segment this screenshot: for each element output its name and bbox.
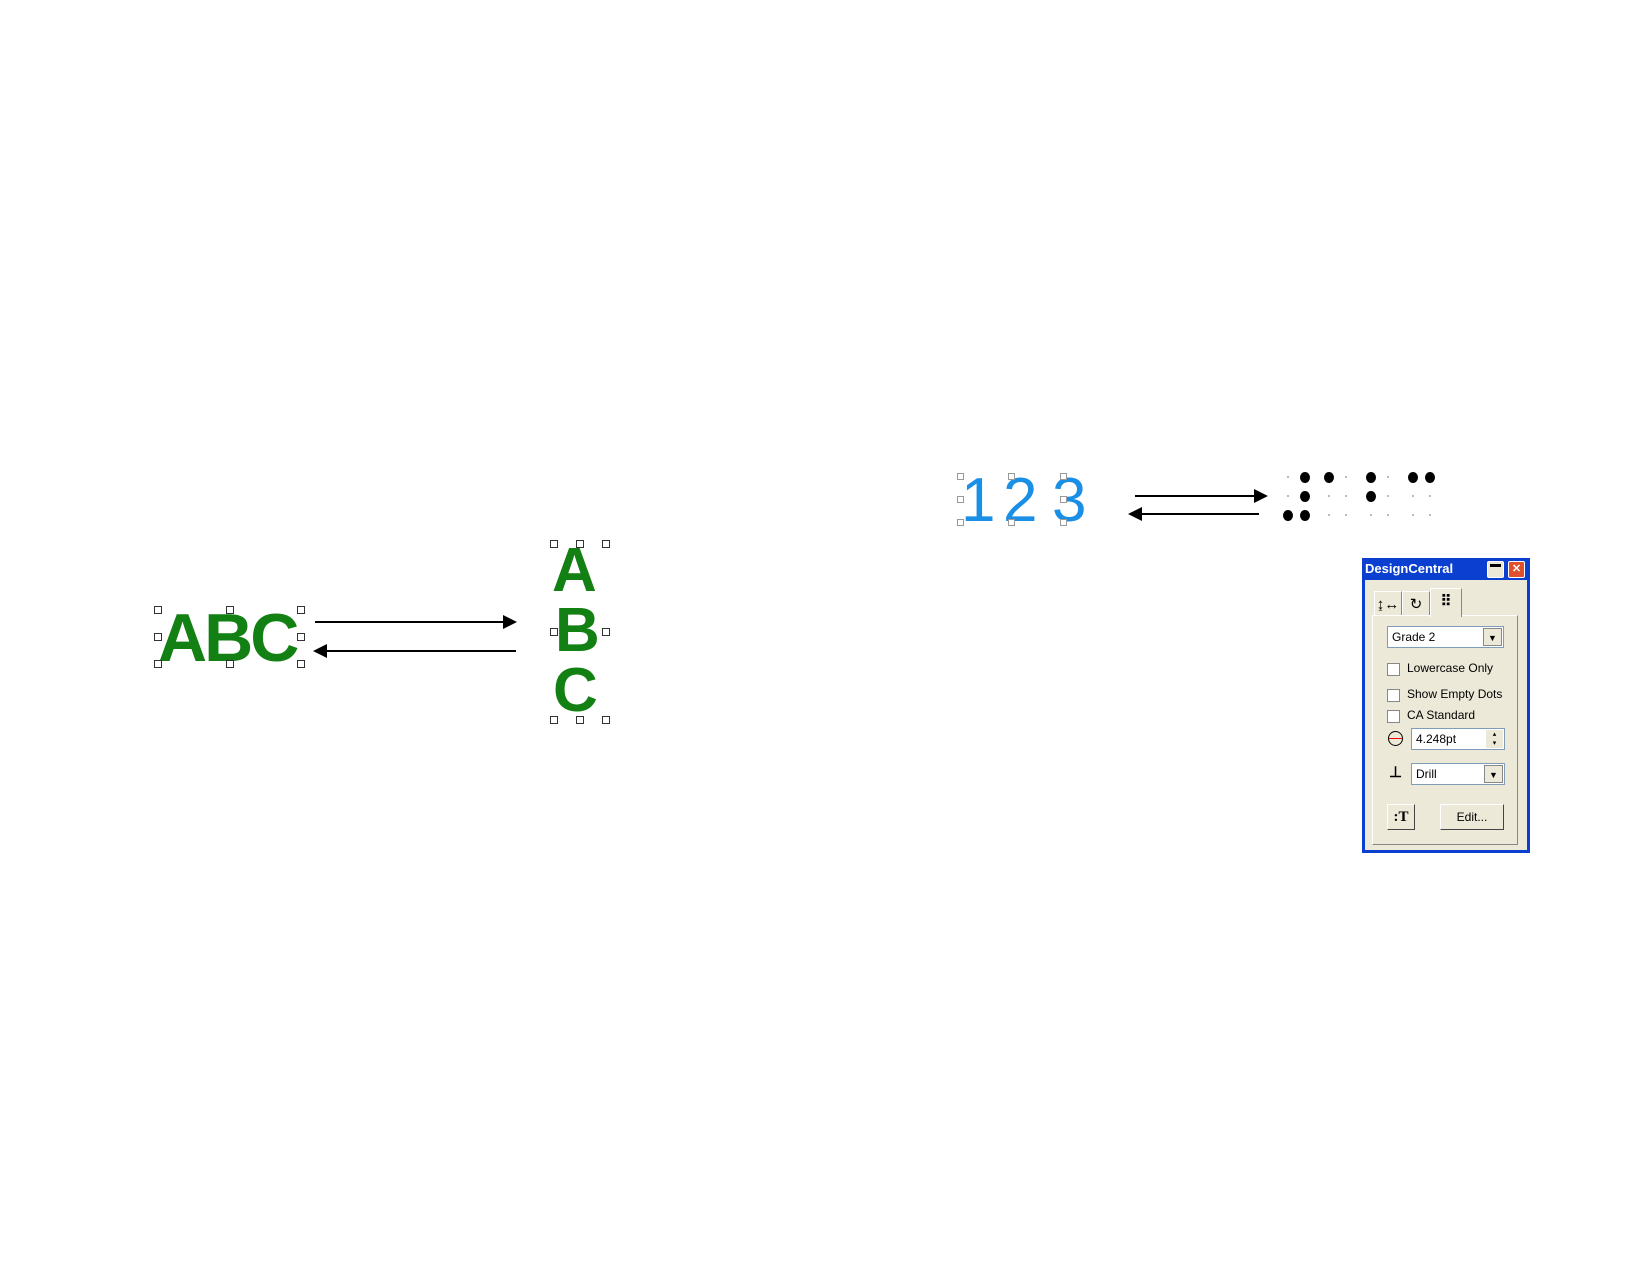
braille-empty-dot bbox=[1370, 514, 1372, 516]
braille-dot bbox=[1408, 472, 1418, 483]
show-empty-dots-label: Show Empty Dots bbox=[1407, 687, 1503, 701]
braille-empty-dot bbox=[1412, 514, 1414, 516]
arrow-left bbox=[325, 650, 516, 652]
tab-braille[interactable]: ⠿ bbox=[1430, 588, 1462, 617]
grade-select[interactable]: Grade 2 ▼ bbox=[1387, 626, 1504, 648]
close-button[interactable]: ✕ bbox=[1508, 561, 1525, 578]
braille-dot bbox=[1300, 491, 1310, 502]
braille-empty-dot bbox=[1287, 495, 1289, 497]
show-empty-dots-checkbox[interactable] bbox=[1387, 689, 1400, 702]
ca-standard-label: CA Standard bbox=[1407, 708, 1476, 722]
minimize-button[interactable] bbox=[1487, 561, 1504, 578]
braille-dot bbox=[1283, 510, 1293, 521]
text-letter-b[interactable]: B bbox=[555, 596, 600, 665]
braille-empty-dot bbox=[1345, 495, 1347, 497]
braille-empty-dot bbox=[1287, 476, 1289, 478]
chevron-down-icon[interactable]: ▼ bbox=[1483, 628, 1502, 646]
position-icon: ↨↔ bbox=[1376, 596, 1400, 613]
braille-empty-dot bbox=[1345, 476, 1347, 478]
braille-dot bbox=[1300, 510, 1310, 521]
dot-size-value: 4.248pt bbox=[1416, 732, 1457, 746]
rotate-icon: ↻ bbox=[1409, 596, 1423, 613]
braille-empty-dot bbox=[1429, 514, 1431, 516]
braille-empty-dot bbox=[1387, 495, 1389, 497]
braille-empty-dot bbox=[1387, 514, 1389, 516]
braille-empty-dot bbox=[1387, 476, 1389, 478]
tool-value: Drill bbox=[1416, 767, 1437, 781]
braille-empty-dot bbox=[1345, 514, 1347, 516]
tab-position[interactable]: ↨↔ bbox=[1374, 591, 1402, 616]
text-letter-a[interactable]: A bbox=[552, 536, 597, 605]
drill-tool-icon: ⊥ bbox=[1389, 764, 1403, 781]
arrow-left bbox=[1142, 513, 1259, 515]
braille-dot bbox=[1366, 472, 1376, 483]
text-letter-c[interactable]: C bbox=[553, 656, 598, 725]
chevron-down-icon[interactable]: ▼ bbox=[1484, 765, 1503, 783]
spinner[interactable]: ▴▾ bbox=[1486, 730, 1503, 748]
text-digit-1[interactable]: 1 bbox=[961, 466, 996, 535]
tool-select[interactable]: Drill ▼ bbox=[1411, 763, 1505, 785]
braille-icon: ⠿ bbox=[1440, 593, 1452, 610]
ca-standard-checkbox[interactable] bbox=[1387, 710, 1400, 723]
panel-title: DesignCentral bbox=[1365, 561, 1454, 576]
braille-dot bbox=[1425, 472, 1435, 483]
tab-rotate[interactable]: ↻ bbox=[1402, 591, 1430, 616]
braille-empty-dot bbox=[1429, 495, 1431, 497]
braille-empty-dot bbox=[1328, 514, 1330, 516]
convert-text-icon: :T bbox=[1393, 809, 1409, 825]
lowercase-only-label: Lowercase Only bbox=[1407, 661, 1494, 675]
designcentral-panel: DesignCentral ✕ ↨↔ ↻ ⠿ Grade 2 ▼ Lowercas… bbox=[1362, 558, 1530, 853]
grade-value: Grade 2 bbox=[1392, 630, 1436, 644]
braille-empty-dot bbox=[1328, 495, 1330, 497]
braille-dot bbox=[1300, 472, 1310, 483]
edit-button[interactable]: Edit... bbox=[1440, 804, 1504, 830]
arrow-right bbox=[1135, 495, 1255, 497]
braille-dot bbox=[1324, 472, 1334, 483]
lowercase-only-checkbox[interactable] bbox=[1387, 663, 1400, 676]
arrow-right bbox=[315, 621, 505, 623]
text-digit-3[interactable]: 3 bbox=[1052, 466, 1087, 535]
dot-size-input[interactable]: 4.248pt ▴▾ bbox=[1411, 728, 1505, 750]
braille-empty-dot bbox=[1412, 495, 1414, 497]
braille-dot bbox=[1366, 491, 1376, 502]
dot-size-icon bbox=[1388, 731, 1403, 746]
convert-to-text-button[interactable]: :T bbox=[1387, 804, 1415, 830]
